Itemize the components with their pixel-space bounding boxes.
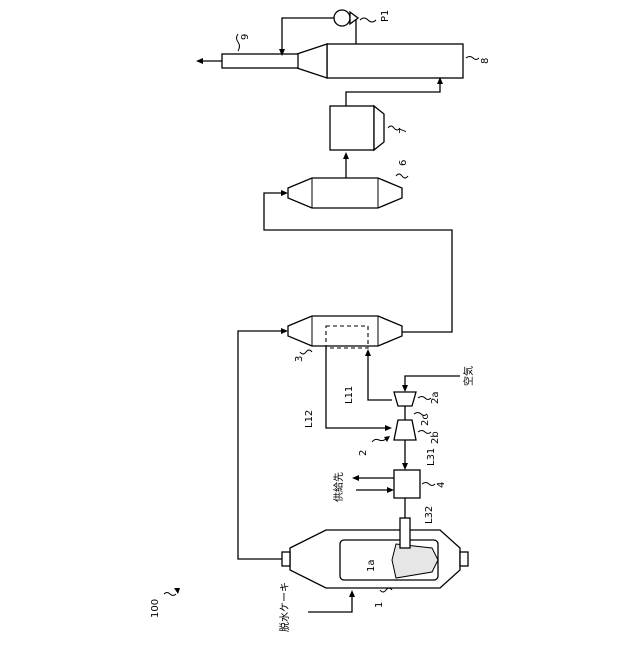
- furnace-1: 1a 1 脱水ケーキ: [278, 518, 468, 632]
- line-l12-label: L12: [304, 410, 315, 428]
- blower-unit-2-label: 2: [358, 450, 369, 456]
- exhaust-arrow-icon: [196, 58, 203, 64]
- blower-2c-label: 2c: [420, 414, 431, 426]
- separator-4: 4 供給先: [332, 470, 447, 502]
- unit-8-column: 8: [297, 44, 491, 78]
- blower-2b-label: 2b: [430, 431, 441, 444]
- unit-9-label: 9: [240, 34, 251, 40]
- supply-destination-label: 供給先: [332, 472, 345, 502]
- furnace-inlet-1a-label: 1a: [366, 560, 377, 573]
- unit-6: 6: [288, 152, 409, 208]
- line-l31-label: L31: [426, 448, 437, 466]
- heat-exchanger-3-label: 3: [294, 356, 305, 362]
- blower-unit-2: 空気 2a 2c 2b 2: [358, 366, 475, 456]
- lines-l11-l12: L11 L12: [304, 348, 392, 431]
- unit-6-label: 6: [398, 160, 409, 166]
- figure-ref-label: 100: [150, 599, 161, 618]
- figure-ref-100: 100: [150, 588, 180, 618]
- separator-4-label: 4: [436, 482, 447, 488]
- unit-8-label: 8: [480, 58, 491, 64]
- air-label: 空気: [462, 366, 475, 386]
- unit-7-label: 7: [398, 128, 409, 134]
- line-l11-label: L11: [344, 386, 355, 404]
- pump-icon: [334, 10, 350, 26]
- unit-7: 7: [330, 77, 443, 150]
- blower-2a-label: 2a: [430, 392, 441, 405]
- pump-p1-label: P1: [380, 10, 391, 22]
- line-3-to-6: [264, 193, 452, 332]
- line-l32-label: L32: [424, 506, 435, 524]
- furnace-inlet-1a: [400, 518, 410, 548]
- line-1-to-3: [238, 331, 284, 559]
- dehydrated-cake-label: 脱水ケーキ: [278, 582, 291, 632]
- furnace-1-label: 1: [374, 602, 385, 608]
- heat-exchanger-3: 3: [288, 316, 402, 362]
